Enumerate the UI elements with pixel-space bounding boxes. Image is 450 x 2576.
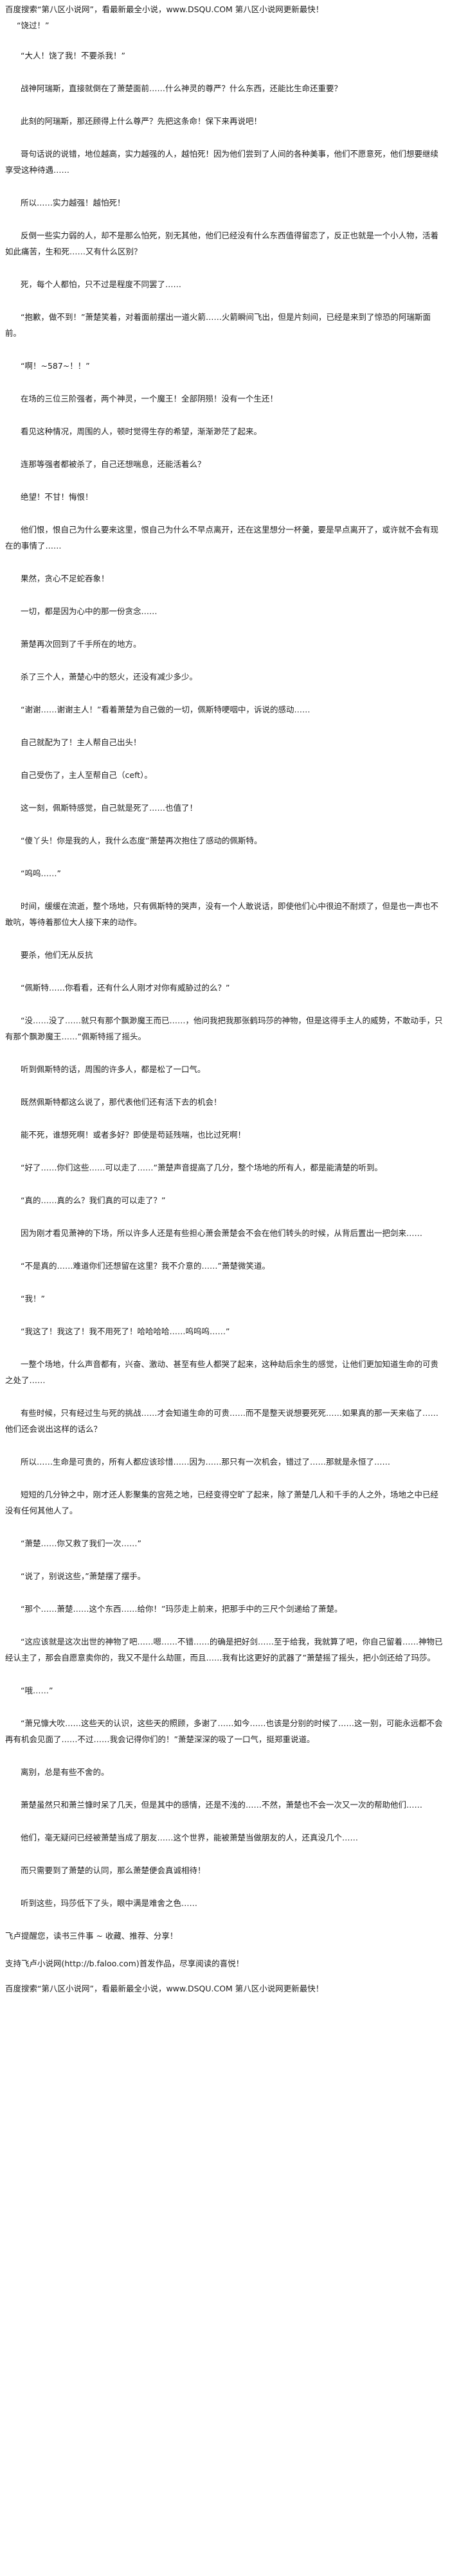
- footer-support-link[interactable]: 支持飞卢小说网(http://b.faloo.com)首发作品，尽享阅读的喜悦！: [5, 1959, 244, 1968]
- paragraph: 自己就配为了！主人帮自己出头！: [21, 737, 141, 747]
- paragraph: “哦……”: [21, 1686, 53, 1695]
- bottom-ad-line: 百度搜索“第八区小说网”，看最新最全小说，www.DSQU.COM 第八区小说网…: [5, 1984, 324, 1993]
- footer: 飞卢提醒您，读书三件事 ~ 收藏、推荐、分享！ 支持飞卢小说网(http://b…: [5, 1928, 445, 1997]
- footer-note: 飞卢提醒您，读书三件事 ~ 收藏、推荐、分享！: [5, 1931, 178, 1941]
- paragraph: 杀了三个人，萧楚心中的怒火，还没有减少多少。: [21, 672, 198, 682]
- paragraph: 哥句话说的说错，地位越高，实力越强的人，越怕死！因为他们尝到了人间的各种美事，他…: [5, 149, 439, 175]
- paragraph: 要杀，他们无从反抗: [21, 950, 93, 960]
- paragraph: 听到佩斯特的话，周围的许多人，都是松了一口气。: [21, 1064, 206, 1074]
- paragraph: 连那等强者都被杀了，自己还想喘息，还能活着么？: [21, 459, 206, 469]
- paragraph: “抱歉，做不到！”萧楚笑着，对着面前摆出一道火箭……火箭瞬间飞出，但是片刻间，已…: [5, 312, 431, 338]
- paragraph: 一整个场地，什么声音都有，兴奋、激动、甚至有些人都哭了起来，这种劫后余生的感觉，…: [5, 1359, 439, 1385]
- paragraph: 自己受伤了，主人至帮自己（ceft）。: [21, 770, 152, 780]
- paragraph: 萧楚虽然只和萧兰慷时呆了几天，但是其中的感情，还是不浅的……不然，萧楚也不会一次…: [21, 1800, 423, 1810]
- paragraph: “好了……你们这些……可以走了……”萧楚声音提高了几分，整个场地的所有人，都是能…: [21, 1163, 382, 1172]
- paragraph: 所以……生命是可贵的，所有人都应该珍惜……因为……那只有一次机会，错过了……那就…: [21, 1457, 391, 1467]
- paragraph: “我这了！我这了！我不用死了！哈哈哈哈……呜呜呜……”: [21, 1327, 230, 1336]
- paragraph: 所以……实力越强！越怕死！: [21, 198, 125, 207]
- paragraph: 既然佩斯特都这么说了，那代表他们还有活下去的机会！: [21, 1097, 222, 1107]
- paragraph: “傻丫头！你是我的人，我什么态度”萧楚再次抱住了感动的佩斯特。: [21, 836, 262, 845]
- paragraph: 短短的几分钟之中，刚才还人影聚集的宫苑之地，已经变得空旷了起来，除了萧楚几人和千…: [5, 1490, 439, 1515]
- paragraph: “佩斯特……你看看，还有什么人刚才对你有威胁过的么？”: [21, 983, 230, 992]
- paragraph: “大人！饶了我！不要杀我！”: [21, 51, 125, 60]
- paragraph: “没……没了……就只有那个飘渺魔王而已……，他问我把我那张鹤玛莎的神物，但是这得…: [5, 1016, 443, 1041]
- paragraph: 听到这些，玛莎低下了头，眼中满是难舍之色……: [21, 1898, 198, 1908]
- paragraph: “说了，别说这些，”萧楚摆了摆手。: [21, 1571, 146, 1581]
- paragraph: 他们，毫无疑问已经被萧楚当成了朋友……这个世界，能被萧楚当做朋友的人，还真没几个…: [21, 1833, 359, 1842]
- paragraph: 一切，都是因为心中的那一份贪念……: [21, 606, 158, 616]
- paragraph: 而只需要到了萧楚的认同，那么萧楚便会真诚相待！: [21, 1866, 206, 1875]
- paragraph: “不是真的……难道你们还想留在这里？我不介意的……”萧楚微笑道。: [21, 1261, 270, 1271]
- paragraph: 离别，总是有些不舍的。: [21, 1767, 109, 1777]
- paragraph: “啊！~587~！！”: [21, 361, 90, 371]
- paragraph: 果然，贪心不足蛇吞象！: [21, 574, 109, 583]
- paragraph: 因为刚才看见萧神的下场，所以许多人还是有些担心萧会萧楚会不会在他们转头的时候，从…: [21, 1228, 423, 1238]
- paragraph: 战神阿瑞斯，直接就倒在了萧楚面前……什么神灵的尊严？什么东西，还能比生命还重要？: [21, 84, 343, 93]
- paragraph: 看见这种情况，周围的人，顿时觉得生存的希望，渐渐渺茫了起来。: [21, 427, 262, 436]
- reader-page: 百度搜索“第八区小说网”，看最新最全小说，www.DSQU.COM 第八区小说网…: [5, 0, 445, 1997]
- paragraph: 有些时候，只有经过生与死的挑战……才会知道生命的可贵……而不是整天说想要死死………: [5, 1408, 439, 1434]
- paragraph: 能不死，谁想死啊！或者多好？即使是苟延残喘，也比过死啊！: [21, 1130, 246, 1140]
- paragraph: “萧楚……你又救了我们一次……”: [21, 1539, 141, 1548]
- paragraph: 绝望！不甘！悔恨！: [21, 492, 93, 502]
- top-ad-line: 百度搜索“第八区小说网”，看最新最全小说，www.DSQU.COM 第八区小说网…: [5, 4, 324, 14]
- paragraph: 这一刻，佩斯特感觉，自己就是死了……也值了！: [21, 803, 198, 813]
- paragraph: “呜呜……”: [21, 869, 61, 878]
- paragraph: 在场的三位三阶强者，两个神灵，一个魔王！全部阴殒！没有一个生还！: [21, 394, 278, 403]
- paragraph: “谢谢……谢谢主人！”看着萧楚为自己做的一切，佩斯特哽咽中，诉说的感动……: [21, 705, 310, 714]
- paragraph: “我！”: [21, 1294, 45, 1303]
- paragraph: “萧兄慷大吹……这些天的认识，这些天的照顾，多谢了……如今……也该是分别的时候了…: [5, 1718, 443, 1744]
- paragraph: 萧楚再次回到了千手所在的地方。: [21, 639, 141, 649]
- header-first-line: “饶过！”: [17, 21, 50, 30]
- paragraph: 反倒一些实力弱的人，却不是那么怕死，别无其他，他们已经没有什么东西值得留恋了，反…: [5, 231, 439, 256]
- header: 百度搜索“第八区小说网”，看最新最全小说，www.DSQU.COM 第八区小说网…: [5, 0, 445, 33]
- paragraph: “真的……真的么？我们真的可以走了？”: [21, 1195, 166, 1205]
- paragraph: 他们恨，恨自己为什么要来这里，恨自己为什么不早点离开，还在这里想分一杯羹，要是早…: [5, 525, 439, 551]
- paragraph: “这应该就是这次出世的神物了吧……嗯……不错……的确是把好剑……至于给我，我就算…: [5, 1637, 443, 1663]
- paragraph: 时间，缓缓在流逝，整个场地，只有佩斯特的哭声，没有一个人敢说话，即使他们心中很迫…: [5, 901, 439, 927]
- paragraph: 此刻的阿瑞斯，那还顾得上什么尊严？先把这条命！保下来再说吧！: [21, 116, 262, 126]
- paragraph: “那个……萧楚……这个东西……给你！”玛莎走上前来，把那手中的三尺个剑递给了萧楚…: [21, 1604, 343, 1614]
- chapter-content: “大人！饶了我！不要杀我！” 战神阿瑞斯，直接就倒在了萧楚面前……什么神灵的尊严？…: [5, 48, 445, 1911]
- paragraph: 死，每个人都怕，只不过是程度不同罢了……: [21, 279, 182, 289]
